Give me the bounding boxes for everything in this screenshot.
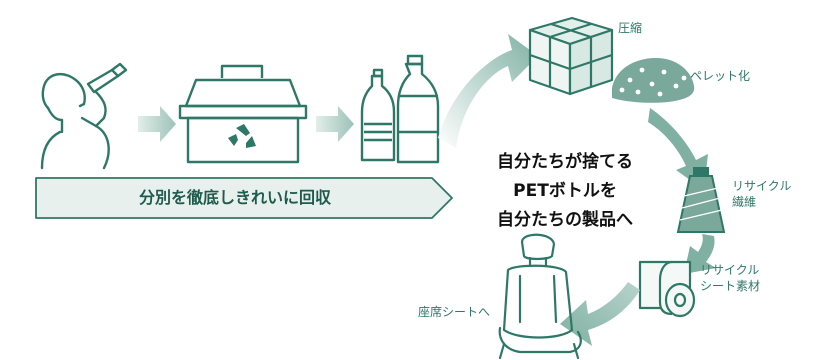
sheet-material-label: リサイクル シート素材 — [700, 262, 760, 294]
center-message-line: PETボトルを — [513, 181, 617, 201]
arrow-right-icon — [138, 106, 176, 142]
recycle-symbol-icon — [228, 124, 256, 148]
seat-label: 座席シートへ — [418, 305, 491, 319]
banner-arrow — [35, 177, 453, 219]
fiber-label: リサイクル 繊維 — [732, 178, 791, 210]
person-drinking-icon — [40, 62, 128, 170]
fiber-label-line: リサイクル — [732, 179, 792, 193]
fiber-label-line: 繊維 — [732, 195, 757, 209]
flow-arrow — [560, 282, 640, 346]
sheet-roll-icon — [638, 260, 696, 318]
recycling-bin-icon — [178, 64, 308, 164]
flow-arrow — [438, 34, 538, 148]
compressed-bale-icon — [528, 16, 614, 96]
pet-bottles-icon — [360, 54, 440, 164]
center-message-line: 自分たちが捨てる — [497, 152, 633, 172]
pellet-label: ペレット化 — [690, 69, 751, 83]
center-message-line: 自分たちの製品へ — [497, 210, 633, 230]
sheet-label-line: リサイクル — [700, 263, 760, 277]
compress-label: 圧縮 — [618, 21, 643, 35]
banner-label: 分別を徹底しきれいに回収 — [138, 188, 331, 207]
flow-arrow — [684, 234, 716, 274]
arrow-right-icon — [316, 106, 354, 142]
pellet-pile-icon — [612, 58, 695, 103]
sheet-label-line: シート素材 — [700, 279, 761, 293]
car-seat-icon — [498, 233, 582, 360]
fiber-spool-icon — [676, 167, 726, 233]
center-message: 自分たちが捨てる PETボトルを 自分たちの製品へ — [470, 148, 660, 235]
